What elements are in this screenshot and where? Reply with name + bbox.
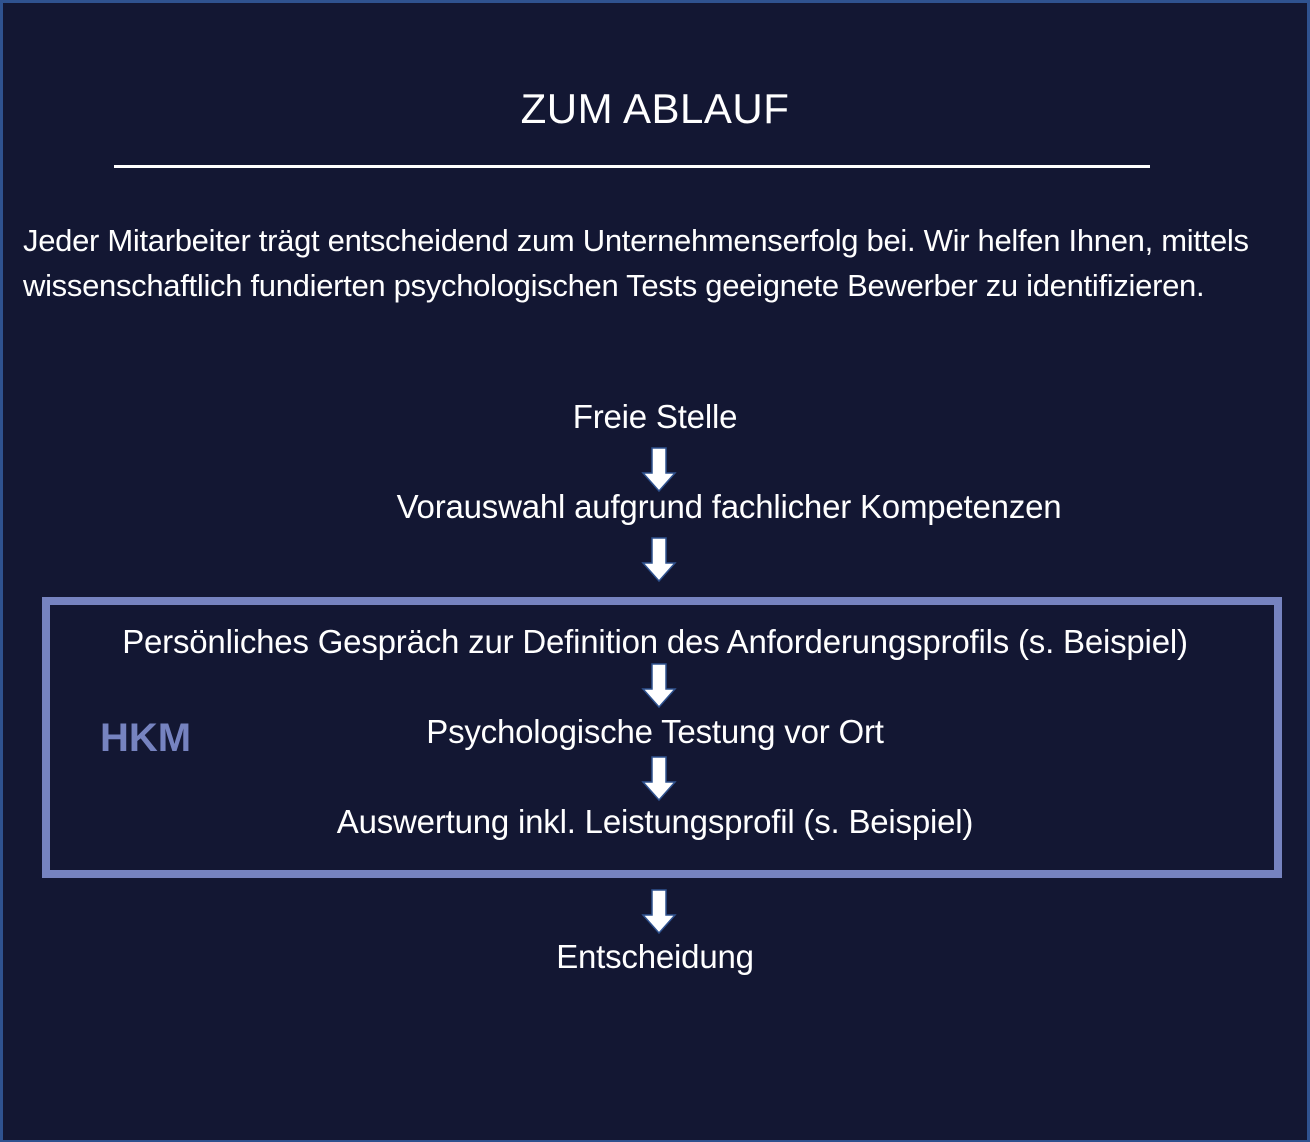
down-arrow-icon — [641, 756, 677, 802]
title-divider — [114, 165, 1150, 168]
hkm-label: HKM — [100, 716, 192, 760]
down-arrow-icon — [641, 889, 677, 935]
page-title: ZUM ABLAUF — [520, 85, 790, 132]
intro-paragraph: Jeder Mitarbeiter trägt entscheidend zum… — [23, 223, 1249, 303]
flow-step-vorauswahl: Vorauswahl aufgrund fachlicher Kompetenz… — [396, 488, 1062, 525]
flow-step-freie-stelle: Freie Stelle — [572, 398, 738, 435]
hkm-group-box — [42, 597, 1282, 878]
down-arrow-icon — [641, 663, 677, 709]
flow-step-persoenliches-gespraech: Persönliches Gespräch zur Definition des… — [122, 623, 1188, 660]
down-arrow-icon — [641, 537, 677, 583]
flow-step-psychologische-testung: Psychologische Testung vor Ort — [426, 713, 884, 750]
flow-step-auswertung: Auswertung inkl. Leistungsprofil (s. Bei… — [336, 803, 974, 840]
flow-step-entscheidung: Entscheidung — [556, 938, 754, 975]
down-arrow-icon — [641, 447, 677, 493]
